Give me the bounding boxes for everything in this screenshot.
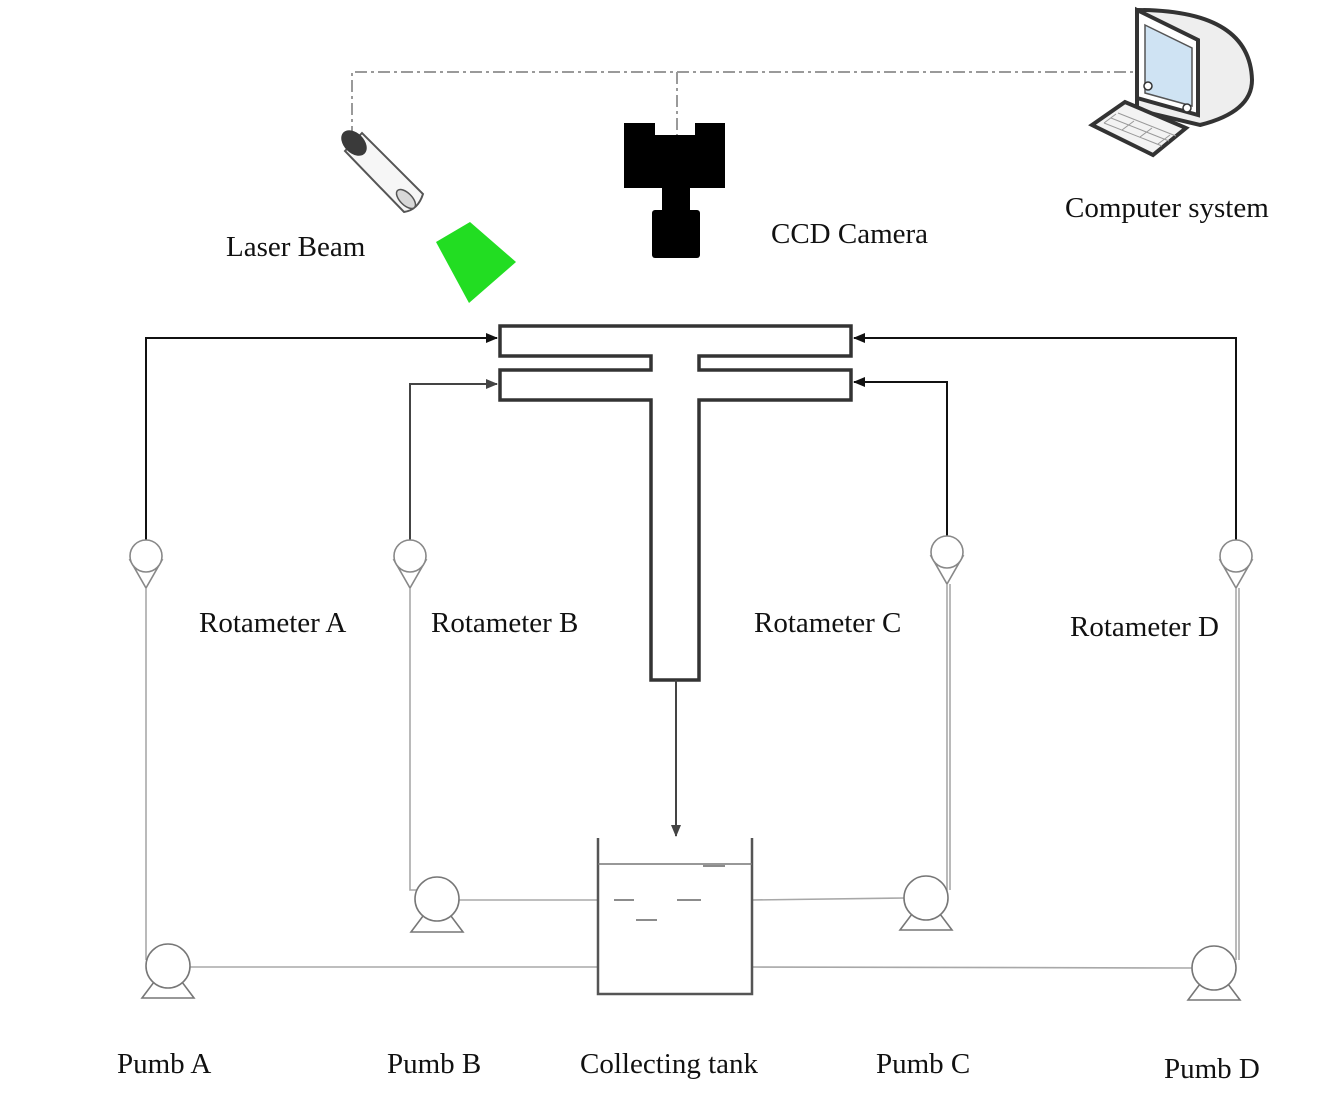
laser-beam-shape [436,222,516,303]
rotameter-a-label: Rotameter A [199,607,347,639]
rotameter-c-icon [929,535,965,586]
pump-c-icon [898,875,954,931]
pump-d-label: Pumb D [1164,1053,1260,1085]
ccd-camera-icon [624,123,725,258]
laser-device-icon [341,130,425,214]
inlet-line-a [145,333,498,540]
pump-a-label: Pumb A [117,1048,212,1080]
computer-icon [1088,6,1255,158]
signal-cables [351,71,1140,138]
supply-pipes [145,584,1240,969]
rotameter-b-label: Rotameter B [431,607,579,639]
rotameter-d-icon [1218,539,1254,590]
rotameter-c-label: Rotameter C [754,607,902,639]
collecting-tank-icon [596,838,754,996]
pump-b-label: Pumb B [387,1048,482,1080]
inlet-line-b [409,379,498,540]
pump-c-label: Pumb C [876,1048,971,1080]
ccd-camera-label: CCD Camera [771,218,929,250]
collecting-tank-label: Collecting tank [580,1048,758,1080]
computer-system-label: Computer system [1065,192,1269,224]
pump-b-icon [409,876,465,933]
inlet-line-d [853,333,1237,540]
rotameter-d-label: Rotameter D [1070,611,1219,643]
inlet-line-c [853,377,948,536]
laser-beam-label: Laser Beam [226,231,366,263]
rotameter-a-icon [128,539,164,590]
t-junction-channel [498,324,853,682]
pump-a-icon [140,943,196,999]
pump-d-icon [1186,945,1242,1001]
rotameter-b-icon [392,539,428,590]
